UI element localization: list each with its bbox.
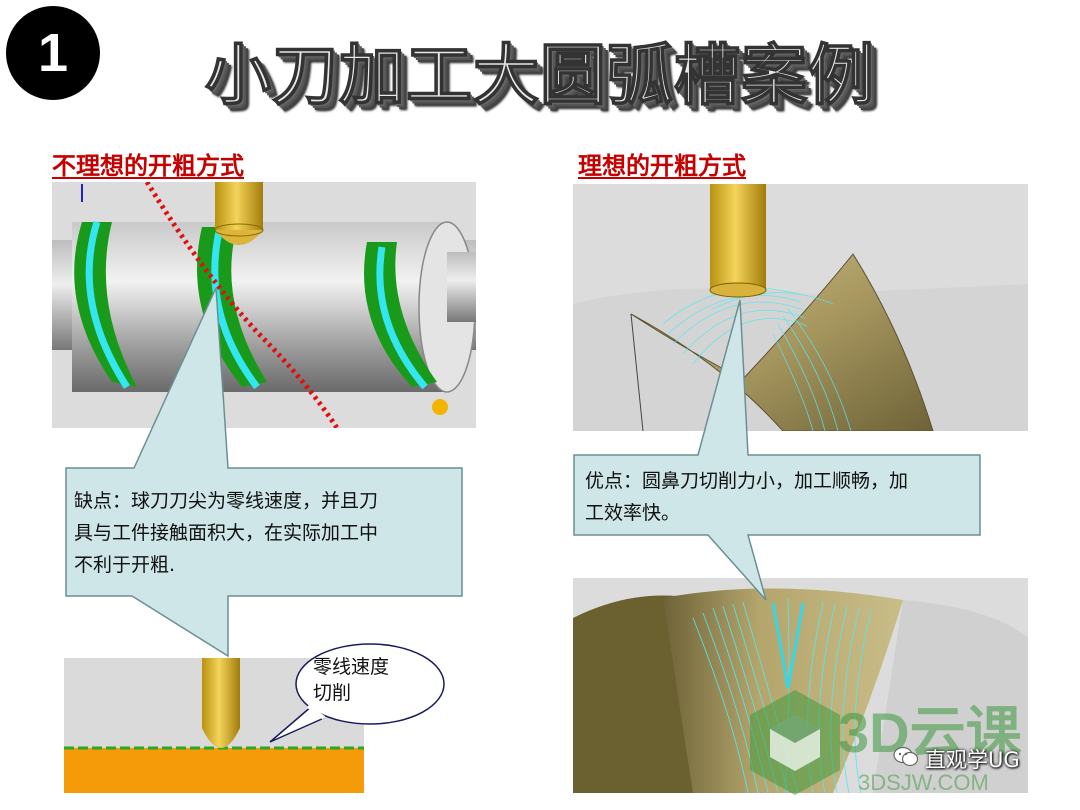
right-callout-shape xyxy=(573,299,981,601)
right-top-render xyxy=(573,184,1028,431)
slide-number-badge: 1 xyxy=(6,6,100,100)
bubble-line: 切削 xyxy=(313,682,352,704)
speech-bubble-text: 零线速度 切削 xyxy=(313,654,389,706)
watermark-site: 3DSJW.COM xyxy=(858,770,989,795)
bubble-line: 零线速度 xyxy=(313,656,390,678)
left-callout-text: 缺点：球刀刀尖为零线速度，并且刀 具与工件接触面积大，在实际加工中 不利于开粗. xyxy=(74,485,464,581)
watermark-brand: 3D云课 xyxy=(838,701,1022,764)
left-callout-line: 不利于开粗. xyxy=(74,554,176,576)
bullnose-groove-render xyxy=(573,184,1028,431)
speech-bubble-shape xyxy=(269,643,445,743)
wechat-icon xyxy=(893,746,919,768)
wechat-account-name: 直观学UG xyxy=(925,748,1020,772)
left-callout-line: 缺点：球刀刀尖为零线速度，并且刀 xyxy=(74,490,379,512)
dense-toolpath-render xyxy=(573,578,1028,793)
left-heading: 不理想的开粗方式 xyxy=(52,152,244,180)
right-callout-line: 工效率快。 xyxy=(585,502,681,524)
helical-groove-render xyxy=(52,182,476,428)
left-callout-shape xyxy=(65,287,463,658)
right-bottom-render xyxy=(573,578,1028,793)
left-top-render xyxy=(52,182,476,428)
right-callout-text: 优点：圆鼻刀切削力小，加工顺畅，加 工效率快。 xyxy=(585,465,975,529)
left-callout-line: 具与工件接触面积大，在实际加工中 xyxy=(74,522,379,544)
right-heading: 理想的开粗方式 xyxy=(578,152,746,180)
cube-logo-icon xyxy=(750,690,840,795)
right-callout-line: 优点：圆鼻刀切削力小，加工顺畅，加 xyxy=(585,470,909,492)
slide-title: 小刀加工大圆弧槽案例 xyxy=(204,36,875,115)
ball-mill-on-stock-render xyxy=(64,658,364,793)
